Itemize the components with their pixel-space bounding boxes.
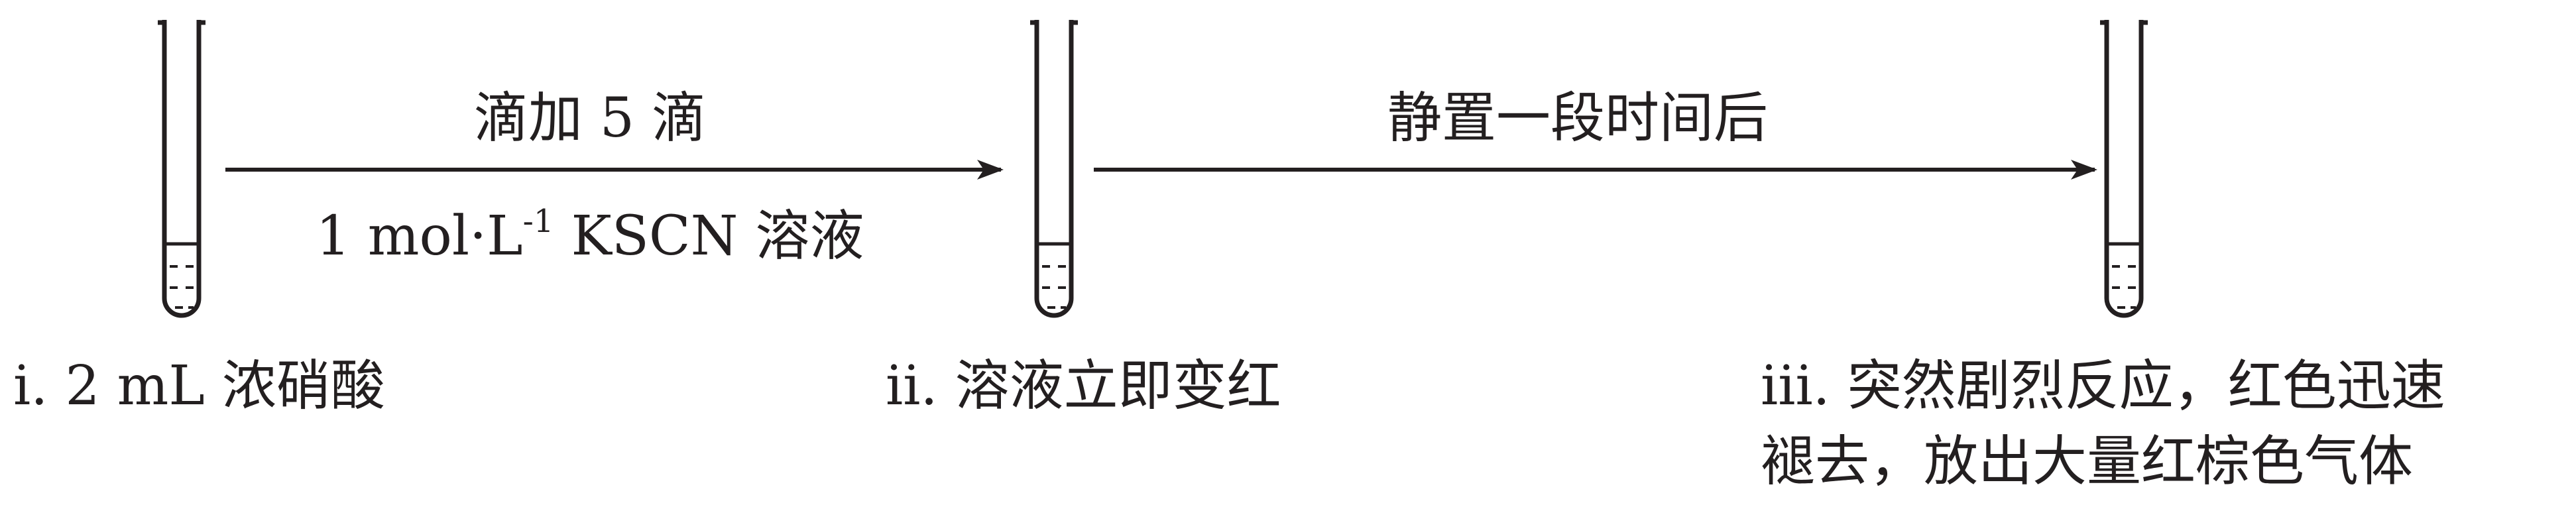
tube-3-caption-line-2: 褪去，放出大量红棕色气体 bbox=[1761, 430, 2413, 493]
arrow-1-label-below-main: 1 mol·L bbox=[316, 205, 523, 268]
test-tube-3 bbox=[2100, 20, 2148, 315]
arrow-1-label-above: 滴加 5 滴 bbox=[474, 87, 706, 150]
tube-1-caption: i. 2 mL 浓硝酸 bbox=[13, 355, 385, 418]
arrow-2-label-above: 静置一段时间后 bbox=[1387, 87, 1768, 150]
tube-2-caption: ii. 溶液立即变红 bbox=[886, 355, 1281, 418]
test-tube-1 bbox=[158, 20, 205, 315]
test-tube-2 bbox=[1030, 20, 1078, 315]
arrow-1-label-below-sup: -1 bbox=[523, 203, 554, 240]
arrow-1-label-below: 1 mol·L-1 KSCN 溶液 bbox=[316, 203, 864, 268]
tube-3-caption-line-1: iii. 突然剧烈反应，红色迅速 bbox=[1761, 355, 2445, 418]
arrow-1-label-below-tail: KSCN 溶液 bbox=[554, 205, 864, 268]
